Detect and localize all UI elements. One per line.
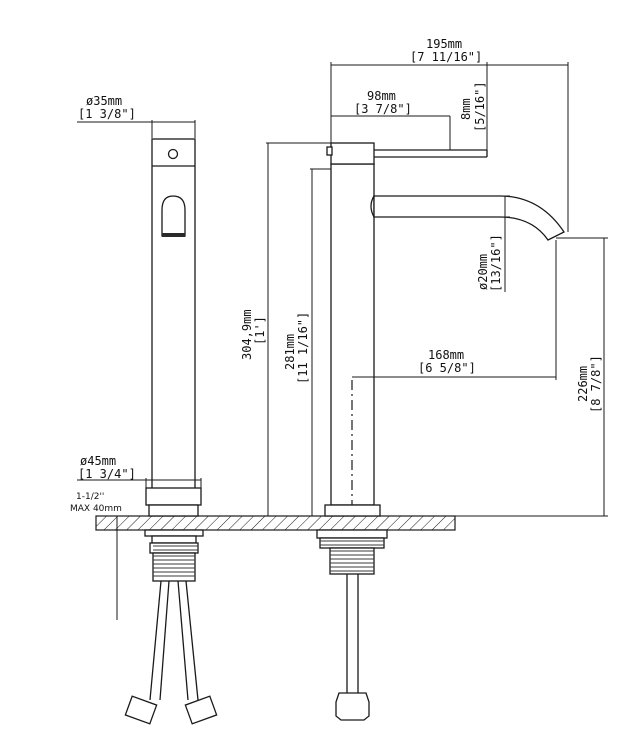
- hose-nut-left: [124, 695, 158, 725]
- max-thickness-mm: MAX 40mm: [70, 504, 122, 514]
- hose-nut-right: [184, 695, 218, 725]
- top-diameter-mm: ø35mm: [86, 94, 123, 108]
- overall-width-mm: 195mm: [426, 37, 463, 51]
- front-view-faucet: [124, 138, 218, 725]
- body-height-in: [11 1/16"]: [296, 311, 310, 384]
- handle-length-mm: 98mm: [367, 89, 396, 103]
- top-diameter-in: [1 3/8"]: [78, 107, 136, 121]
- side-base-ring: [324, 504, 381, 517]
- handle-length-in: [3 7/8"]: [354, 102, 412, 116]
- spout-diameter-mm: ø20mm: [476, 253, 490, 290]
- overall-width-in: [7 11/16"]: [410, 50, 483, 64]
- side-dimension-lines: [266, 62, 608, 517]
- front-spout-opening: [161, 195, 186, 237]
- side-threaded-shank: [329, 547, 375, 575]
- base-diameter-mm: ø45mm: [80, 454, 117, 468]
- reach-in: [6 5/8"]: [418, 361, 476, 375]
- handle-thickness-in: [5/16"]: [473, 81, 487, 132]
- handle-thickness-mm: 8mm: [459, 98, 473, 120]
- reach-mm: 168mm: [428, 348, 465, 362]
- total-height-in: [1']: [253, 316, 267, 345]
- side-body: [330, 163, 375, 506]
- front-dimension-lines: [77, 120, 202, 620]
- side-view-faucet: [316, 142, 565, 721]
- spout-height-mm: 226mm: [576, 365, 590, 402]
- total-height-mm: 304,9mm: [240, 309, 254, 360]
- body-height-mm: 281mm: [283, 333, 297, 370]
- max-thickness-in: 1-1/2'': [76, 492, 105, 502]
- front-threaded-shank: [152, 552, 196, 582]
- front-body: [151, 138, 196, 506]
- front-handle-hole: [167, 148, 179, 160]
- base-diameter-in: [1 3/4"]: [78, 467, 136, 481]
- side-spout: [373, 195, 565, 241]
- side-hose-nut: [335, 692, 370, 721]
- spout-height-in: [8 7/8"]: [589, 355, 603, 413]
- countertop: [95, 515, 456, 531]
- front-base-ring: [145, 487, 202, 506]
- side-handle-hub: [330, 142, 375, 165]
- spout-diameter-in: [13/16"]: [489, 234, 503, 292]
